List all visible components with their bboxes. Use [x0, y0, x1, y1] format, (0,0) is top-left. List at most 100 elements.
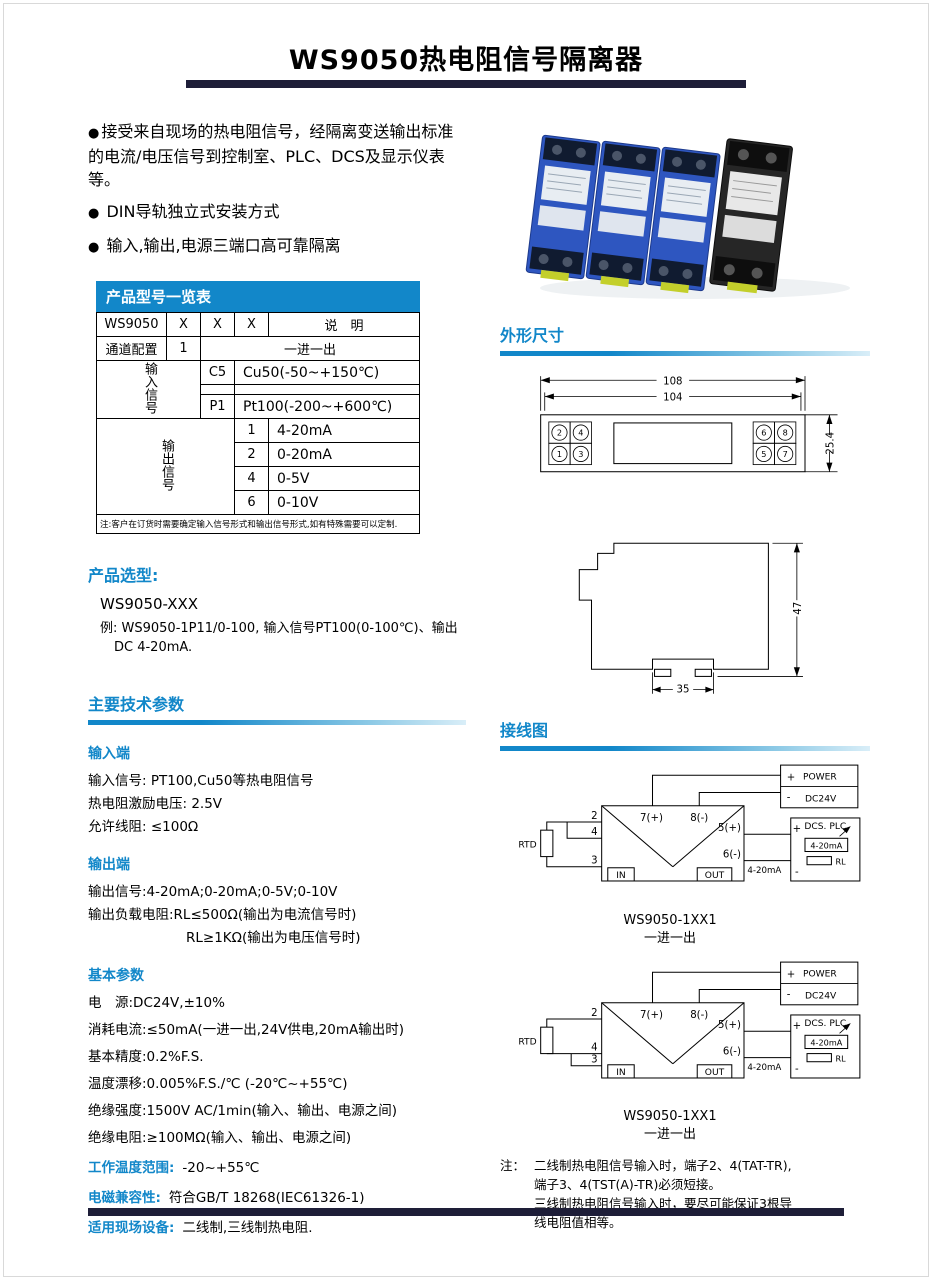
rtd-label: RTD: [518, 1037, 536, 1047]
dc24v-label: DC24V: [805, 795, 837, 805]
selection-example-line2: DC 4-20mA.: [114, 640, 193, 655]
plus-label: +: [793, 825, 802, 836]
dim-108-label: 108: [663, 376, 682, 387]
terminal-5-label: 5(+): [718, 824, 741, 835]
isolator-body: 7(+) 8(-) IN OUT: [601, 1002, 745, 1079]
note-lines: 二线制热电阻信号输入时，端子2、4(TAT-TR), 端子3、4(TST(A)-…: [534, 1156, 792, 1232]
module-body-top-view: [540, 414, 806, 473]
product-selection-section: 产品选型: WS9050-XXX 例: WS9050-1P11/0-100, 输…: [88, 562, 466, 657]
terminal-number: 2: [557, 428, 562, 438]
bullet-icon: ●: [88, 240, 100, 255]
tech-group-input: 输入端 输入信号: PT100,Cu50等热电阻信号 热电阻激励电压: 2.5V…: [88, 743, 466, 836]
terminal-number: 1: [557, 449, 562, 459]
terminal-2-label: 2: [591, 1008, 597, 1019]
rtd-label: RTD: [518, 841, 536, 851]
page-title: WS9050热电阻信号隔离器: [288, 45, 644, 76]
terminal-block-left: 2 4 1 3: [548, 421, 592, 466]
terminal-2-label: 2: [591, 811, 597, 822]
x-cell: X: [234, 312, 269, 337]
param-value: -20~+55℃: [182, 1160, 260, 1176]
wiring-diagram-1: + POWER - DC24V 7(+) 8(-) IN OUT RTD: [518, 764, 861, 882]
minus-label: -: [795, 1064, 799, 1075]
group-title: 输出端: [88, 857, 130, 873]
group-title: 基本参数: [88, 968, 144, 984]
feature-text: 输入,输出,电源三端口高可靠隔离: [106, 236, 341, 255]
table-note: 注:客户在订货时需要确定输入信号形式和输出信号形式,如有特殊需要可以定制.: [96, 514, 420, 534]
empty-cell: [200, 384, 235, 395]
right-column: 外形尺寸 108 104 2: [500, 116, 870, 1232]
terminal-number: 4: [578, 428, 583, 438]
in-label: IN: [616, 871, 626, 881]
tech-params-heading: 主要技术参数: [88, 695, 185, 714]
power-wire-minus: [698, 792, 781, 807]
loop-current-label: 4-20mA: [747, 1063, 781, 1073]
product-photo: [525, 134, 850, 299]
terminal-7-label: 7(+): [640, 1010, 663, 1021]
selection-model: WS9050-XXX: [100, 595, 199, 613]
desc-header-cell: 说 明: [268, 312, 420, 337]
input-signal-label: 输入信号: [96, 360, 201, 419]
outline-heading: 外形尺寸: [500, 326, 565, 345]
input-row: P1 Pt100(-200~+600℃): [97, 394, 420, 419]
output-row: 输出信号 1 4-20mA: [96, 418, 420, 515]
selection-example-line1: 例: WS9050-1P11/0-100, 输入信号PT100(0-100℃)、…: [100, 621, 458, 636]
table-header-row: WS9050 X X X 说 明: [96, 312, 420, 337]
terminal-7-label: 7(+): [640, 813, 663, 824]
wiring-note: 注： 二线制热电阻信号输入时，端子2、4(TAT-TR), 端子3、4(TST(…: [500, 1156, 870, 1232]
output-loop: 5(+) 6(-) 4-20mA: [718, 824, 791, 876]
channel-row: 通道配置 1 一进一出: [96, 336, 420, 361]
param-line: RL≥1KΩ(输出为电压信号时): [186, 930, 361, 946]
dimension-25-4: 25.4: [805, 414, 838, 473]
output-code: 1: [234, 418, 269, 443]
terminal-block-right: 6 8 5 7: [752, 421, 797, 466]
param-value: 二线制,三线制热电阻.: [182, 1220, 313, 1236]
rl-label: RL: [835, 1054, 846, 1064]
dimension-108: 108: [540, 376, 806, 411]
caption-mode: 一进一出: [643, 1127, 696, 1143]
terminal-6-label: 6(-): [723, 1046, 741, 1057]
footer-param: 电磁兼容性:符合GB/T 18268(IEC61326-1): [88, 1190, 466, 1207]
dimension-47: 47: [717, 542, 804, 677]
terminal-4-label: 4: [591, 828, 597, 839]
output-desc: 0-20mA: [268, 442, 420, 467]
caption-mode: 一进一出: [643, 930, 696, 946]
power-box: + POWER - DC24V: [780, 764, 859, 809]
output-desc: 0-5V: [268, 466, 420, 491]
table-note-row: 注:客户在订货时需要确定输入信号形式和输出信号形式,如有特殊需要可以定制.: [96, 514, 420, 534]
dim-25-4-label: 25.4: [825, 432, 836, 455]
minus-label: -: [787, 989, 791, 1000]
output-row: 4 0-5V: [97, 466, 420, 491]
rtd-input: RTD 2 4 3: [518, 811, 602, 868]
param-line: 输入信号: PT100,Cu50等热电阻信号: [88, 773, 314, 789]
group-title: 输入端: [88, 746, 130, 762]
terminal-number: 7: [783, 449, 788, 459]
feature-item: ● DIN导轨独立式安装方式: [88, 200, 466, 225]
model-number-table: WS9050 X X X 说 明 通道配置 1 一进一出 输入信号 C5 Cu5…: [96, 312, 420, 534]
selection-heading: 产品选型:: [88, 566, 159, 585]
terminal-5-label: 5(+): [718, 1020, 741, 1031]
dimension-104: 104: [544, 392, 802, 411]
wiring-diagram-2: + POWER - DC24V 7(+) 8(-) IN OUT RTD: [518, 961, 861, 1079]
input-desc: Cu50(-50~+150℃): [234, 360, 420, 385]
plus-label: +: [787, 773, 796, 784]
note-line: 三线制热电阻信号输入时，要尽可能保证3根导: [534, 1196, 792, 1212]
footer-divider-bar: [88, 1208, 844, 1216]
param-line: 输出信号:4-20mA;0-20mA;0-5V;0-10V: [88, 884, 338, 900]
power-wire-plus: [651, 971, 781, 1003]
left-column: ● 接受来自现场的热电阻信号，经隔离变送输出标准的电流/电压信号到控制室、PLC、…: [88, 120, 466, 1237]
feature-text: 接受来自现场的热电阻信号，经隔离变送输出标准的电流/电压信号到控制室、PLC、D…: [88, 122, 454, 189]
terminal-4-label: 4: [591, 1042, 597, 1053]
empty-cell: [234, 384, 420, 395]
param-line: 电 源:DC24V,±10%: [88, 995, 225, 1011]
dimension-35: 35: [652, 671, 714, 695]
heading-rule: [88, 720, 466, 725]
terminal-3-label: 3: [591, 856, 597, 867]
input-row: 输入信号 C5 Cu50(-50~+150℃): [96, 360, 420, 419]
terminal-number: 6: [761, 428, 766, 438]
param-line: 绝缘强度:1500V AC/1min(输入、输出、电源之间): [88, 1103, 397, 1119]
output-desc: 0-10V: [268, 490, 420, 515]
param-line: 绝缘电阻:≥100MΩ(输入、输出、电源之间): [88, 1130, 352, 1146]
param-line: 允许线阻: ≤100Ω: [88, 819, 199, 835]
rl-label: RL: [835, 857, 846, 867]
param-line: 热电阻激励电压: 2.5V: [88, 796, 223, 812]
